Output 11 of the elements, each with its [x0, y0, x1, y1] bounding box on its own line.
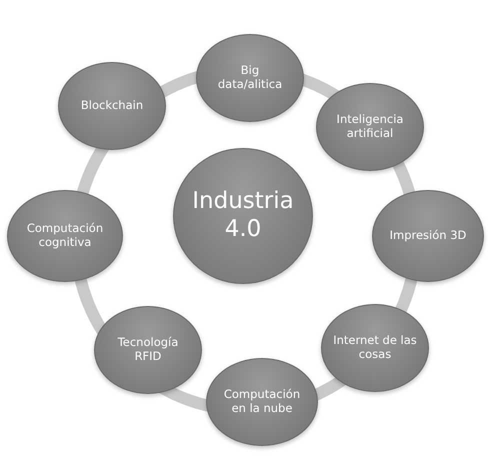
node-label: Computación cognitiva — [26, 222, 104, 250]
node-label: Internet de las cosas — [332, 334, 418, 362]
node-label: Big data/alitica — [216, 64, 284, 92]
node-label: Computación en la nube — [222, 388, 302, 416]
circle-node — [206, 358, 318, 446]
node-label: Inteligencia artificial — [336, 113, 404, 141]
node-label: Industria 4.0 — [191, 188, 295, 244]
circle-node — [316, 83, 424, 171]
node-label: Tecnología RFID — [116, 336, 180, 364]
node-label: Impresión 3D — [390, 229, 466, 243]
node-label: Blockchain — [80, 99, 144, 113]
